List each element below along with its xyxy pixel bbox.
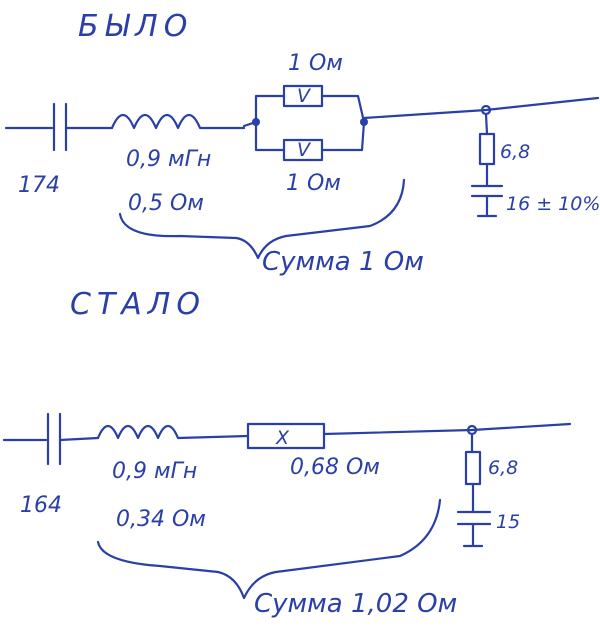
after-shunt-capacitor xyxy=(456,482,492,548)
before-resistor-bottom-mark: V xyxy=(297,139,312,161)
before-inductor-resistance: 0,5 Ом xyxy=(128,191,204,216)
before-parallel-wires xyxy=(242,94,366,152)
after-wire-1 xyxy=(58,436,100,442)
after-resistor xyxy=(246,422,326,450)
after-section: СТАЛО X 164 0,9 мГн 0,34 Ом 0,68 Ом 6,8 … xyxy=(2,287,572,619)
after-resistor-mark: X xyxy=(275,427,290,449)
before-resistor-top-label: 1 Ом xyxy=(288,51,343,76)
before-series-capacitor xyxy=(52,102,68,152)
before-shunt-capacitor xyxy=(470,162,504,218)
before-inductor xyxy=(110,113,246,130)
before-sum-brace xyxy=(118,178,406,260)
after-heading: СТАЛО xyxy=(70,287,206,322)
after-capacitor-label: 164 xyxy=(20,493,62,518)
after-resistor-label: 0,68 Ом xyxy=(290,455,380,480)
after-sum-brace xyxy=(96,498,442,600)
after-sum: Сумма 1,02 Ом xyxy=(254,589,457,619)
before-shunt-resistor-label: 6,8 xyxy=(500,141,530,163)
after-wire-right xyxy=(322,422,572,436)
before-shunt-wire-1 xyxy=(484,112,489,136)
after-inductor-resistance: 0,34 Ом xyxy=(116,507,206,532)
before-wire-right xyxy=(362,96,600,120)
before-resistor-top xyxy=(282,84,324,108)
before-resistor-bottom-label: 1 Ом xyxy=(286,171,341,196)
before-capacitor-label: 174 xyxy=(18,173,60,198)
after-shunt-resistor xyxy=(464,450,482,486)
after-shunt-capacitor-label: 15 xyxy=(496,511,520,533)
before-shunt-capacitor-label: 16 ± 10% xyxy=(506,193,600,215)
before-resistor-top-mark: V xyxy=(297,85,312,107)
before-inductor-value: 0,9 мГн xyxy=(126,147,211,172)
before-heading: БЫЛО xyxy=(78,9,193,44)
before-shunt-resistor xyxy=(478,132,496,166)
after-shunt-resistor-label: 6,8 xyxy=(488,457,518,479)
before-resistor-bottom xyxy=(282,138,324,162)
before-sum: Сумма 1 Ом xyxy=(262,247,424,277)
after-inductor-value: 0,9 мГн xyxy=(112,459,197,484)
after-inductor xyxy=(96,424,250,440)
before-section: БЫЛО V V 174 0,9 мГн 0,5 Ом 1 Ом 1 Ом 6,… xyxy=(4,9,600,277)
after-series-capacitor xyxy=(46,412,62,466)
